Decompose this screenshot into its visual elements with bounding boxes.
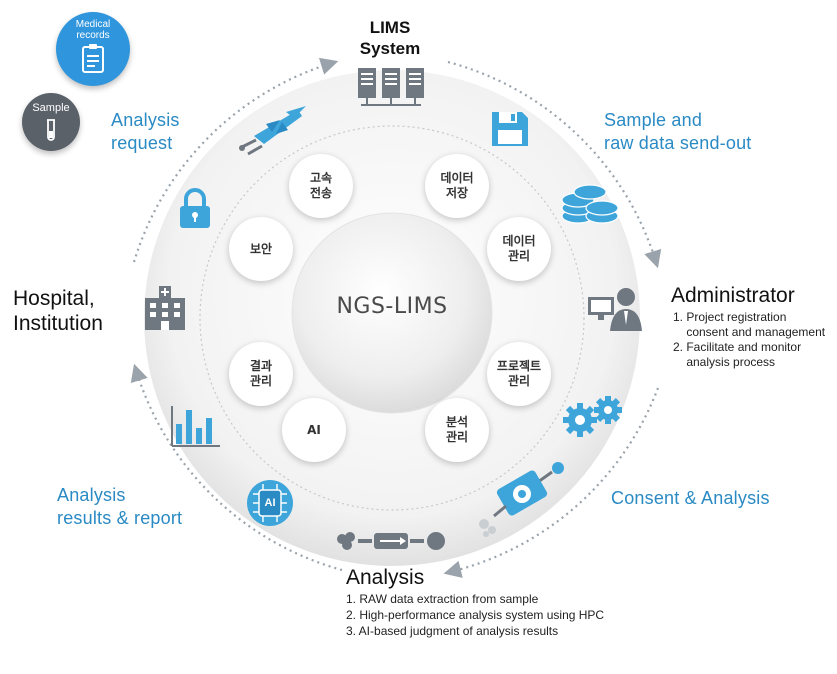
server-icon (358, 68, 424, 106)
lock-icon (180, 188, 210, 228)
administrator-item-1: 1. Project registration consent and mana… (673, 310, 826, 339)
medical-records-badge: Medical records (56, 12, 130, 86)
center-title: NGS-LIMS (336, 294, 448, 319)
sample-tube-icon (47, 119, 55, 141)
ai-brain-icon (247, 480, 293, 526)
hospital-title: Hospital, Institution (13, 287, 103, 335)
ai-chip-label: AI (264, 497, 276, 509)
sample-label: Sample (32, 102, 70, 114)
node-data-storage[interactable]: 데이터 저장 (425, 154, 489, 218)
medical-records-icon (82, 44, 104, 73)
sample-badge: Sample (22, 93, 80, 151)
core-circle (291, 212, 493, 414)
coin-stack-icon (561, 184, 619, 224)
analysis-item-1: 1. RAW data extraction from sample (346, 592, 539, 606)
rocket-icon (239, 106, 306, 156)
label-results-report: Analysis results & report (57, 485, 183, 528)
pipeline-icon (337, 532, 445, 550)
floppy-disk-icon (492, 112, 528, 146)
gears-icon (563, 396, 622, 437)
label-consent-analysis: Consent & Analysis (611, 488, 770, 508)
node-high-speed-transfer[interactable]: 고속 전송 (289, 154, 353, 218)
workflow-gear-icon (479, 462, 564, 537)
arrow-to-hospital (130, 363, 343, 572)
node-security[interactable]: 보안 (229, 217, 293, 281)
label-sample-send-out: Sample and raw data send-out (604, 110, 752, 153)
node-result-management[interactable]: 결과 관리 (229, 342, 293, 406)
analysis-title: Analysis (346, 566, 425, 589)
node-analysis-management[interactable]: 분석 관리 (425, 398, 489, 462)
node-project-management[interactable]: 프로젝트 관리 (487, 342, 551, 406)
hospital-icon (145, 286, 185, 330)
arrow-to-administrator (447, 60, 662, 269)
node-ai[interactable]: AI (282, 398, 346, 462)
node-data-management[interactable]: 데이터 관리 (487, 217, 551, 281)
arrow-to-analysis (443, 387, 660, 578)
medical-records-label: Medical records (75, 19, 111, 41)
administrator-item-2: 2. Facilitate and monitor analysis proce… (673, 340, 802, 369)
inner-dotted-ring (199, 125, 585, 511)
administrator-icon (588, 288, 642, 331)
label-analysis-request: Analysis request (111, 110, 180, 153)
administrator-title: Administrator (671, 284, 795, 307)
analysis-item-3: 3. AI-based judgment of analysis results (346, 624, 559, 638)
lims-title: LIMS System (359, 18, 421, 58)
analysis-item-2: 2. High-performance analysis system usin… (346, 608, 605, 622)
bar-chart-icon (171, 406, 220, 447)
arrow-to-lims (132, 57, 339, 263)
